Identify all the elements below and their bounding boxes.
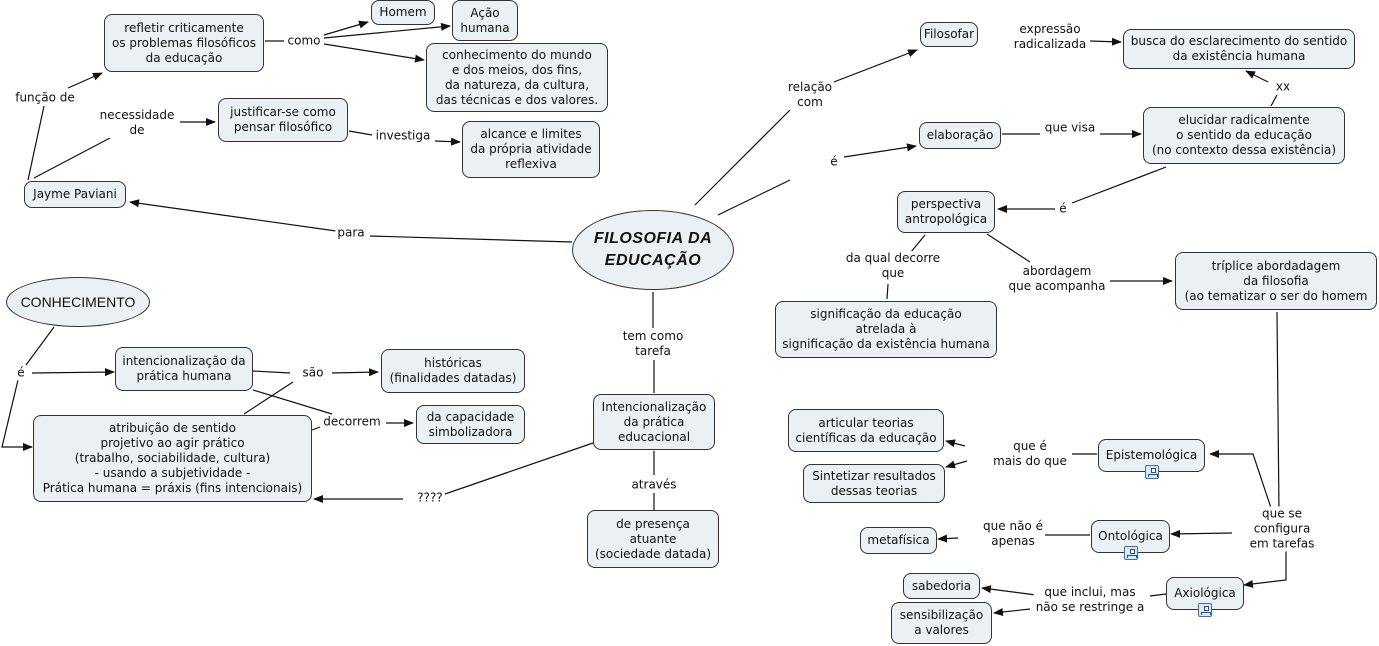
connector [444,442,594,495]
connector [311,426,321,431]
link-atraves: através [629,477,679,493]
concept-triplice-abordagem[interactable]: tríplice abordadagem da filosofia (ao te… [1175,252,1377,310]
connector [323,22,451,39]
connector [1276,311,1280,513]
connector [1089,37,1122,46]
connector [1243,546,1287,588]
concept-intencionalizacao-pratica-educacional[interactable]: Intencionalização da prática educacional [593,394,715,450]
connector [323,43,425,63]
connector [1209,450,1274,515]
connector [945,460,968,469]
concept-elaboracao[interactable]: elaboração [919,122,1001,149]
connector [1071,166,1167,204]
connector [886,283,889,300]
concept-filosofia-da-educacao[interactable]: FILOSOFIA DA EDUCAÇÃO [572,210,734,290]
connector [331,368,379,377]
concept-sintetizar-resultados[interactable]: Sintetizar resultados dessas teorias [803,464,945,503]
submap-icon-ontologica[interactable] [1124,546,1138,560]
connector [243,381,294,415]
concept-conhecimento[interactable]: CONHECIMENTO [6,277,150,327]
concept-perspectiva-antropologica[interactable]: perspectiva antropológica [897,191,995,233]
link-necessidade-de: necessidade de [97,108,177,138]
concept-justificar[interactable]: justificar-se como pensar filosófico [218,98,348,142]
connector [1,379,33,451]
concept-significacao[interactable]: significação da educação atrelada à sign… [775,301,997,358]
concept-historicas[interactable]: históricas (finalidades datadas) [381,349,525,393]
concept-homem[interactable]: Homem [371,0,435,25]
connector [986,233,1031,263]
link-que-se-configura: que se configura em tarefas [1233,506,1331,552]
link-interrogacao: ???? [415,490,445,506]
connector [434,137,461,146]
link-que-nao-e-apenas: que não é apenas [981,519,1045,549]
link-xx: xx [1273,79,1293,95]
concept-metafisica[interactable]: metafísica [860,527,937,554]
connector [1170,529,1233,538]
link-funcao-de: função de [13,90,77,106]
link-para: para [335,225,367,241]
concept-conhecimento-do-mundo[interactable]: conhecimento do mundo e dos meios, dos f… [426,43,608,112]
connector [1245,70,1269,83]
link-abordagem-que-acompanha: abordagem que acompanha [1006,264,1108,294]
link-expressao-radicalizada: expressão radicalizada [1011,22,1089,52]
connector [843,143,917,158]
concept-sabedoria[interactable]: sabedoria [903,573,980,599]
connector [825,49,918,86]
connector [252,389,333,415]
connector [910,234,926,253]
connector [717,179,791,216]
submap-icon-epistemologica[interactable] [1145,465,1159,479]
link-e-elaboracao: é [828,154,840,170]
connector [369,235,573,243]
concept-atribuicao-de-sentido[interactable]: atribuição de sentido projetivo ao agir … [33,415,312,502]
connector [67,72,103,89]
link-tem-como-tarefa: tem como tarefa [620,329,686,359]
concept-presenca-atuante[interactable]: de presença atuante (sociedade datada) [587,510,719,568]
concept-alcance-e-limites[interactable]: alcance e limites da própria atividade r… [462,121,600,178]
connector [981,585,1037,596]
concept-sensibilizacao[interactable]: sensibilização a valores [891,602,992,644]
concept-busca-esclarecimento[interactable]: busca do esclarecimento do sentido da ex… [1123,29,1355,69]
submap-icon-axiologica[interactable] [1198,603,1212,617]
connector [1149,593,1167,597]
connector [252,370,291,374]
link-da-qual-decorre: da qual decorre que [843,251,943,281]
connector [25,326,55,366]
link-como: como [285,33,323,49]
link-sao: são [300,365,326,381]
connector [945,439,966,448]
concept-filosofar[interactable]: Filosofar [920,22,978,47]
concept-acao-humana[interactable]: Ação humana [452,0,518,41]
connector [27,105,45,181]
connector [323,20,369,36]
link-e-perspectiva: é [1057,201,1069,217]
link-que-e-mais-do-que: que é mais do que [991,439,1069,469]
concept-capacidade-simbolizadora[interactable]: da capacidade simbolizadora [416,405,525,444]
concept-intencionalizacao-pratica-humana[interactable]: intencionalização da prática humana [115,347,253,391]
concept-refletir[interactable]: refletir criticamente os problemas filos… [104,14,264,72]
concept-jayme-paviani[interactable]: Jayme Paviani [24,181,126,208]
link-que-visa: que visa [1042,120,1098,136]
connector [31,368,115,377]
connector [694,109,791,206]
concept-articular-teorias[interactable]: articular teorias científicas da educaçã… [788,409,944,452]
link-que-inclui: que inclui, mas não se restringe a [1033,585,1147,615]
link-investiga: investiga [373,128,433,144]
connector [348,130,373,136]
link-e-conhecimento: é [15,365,27,381]
connector [993,608,1031,616]
connector [33,137,111,179]
connector [937,534,959,543]
link-relacao-com: relação com [785,80,835,110]
link-decorrem: decorrem [321,414,383,430]
concept-elucidar[interactable]: elucidar radicalmente o sentido da educa… [1143,107,1345,164]
connector [1270,94,1278,107]
connector [129,199,337,232]
